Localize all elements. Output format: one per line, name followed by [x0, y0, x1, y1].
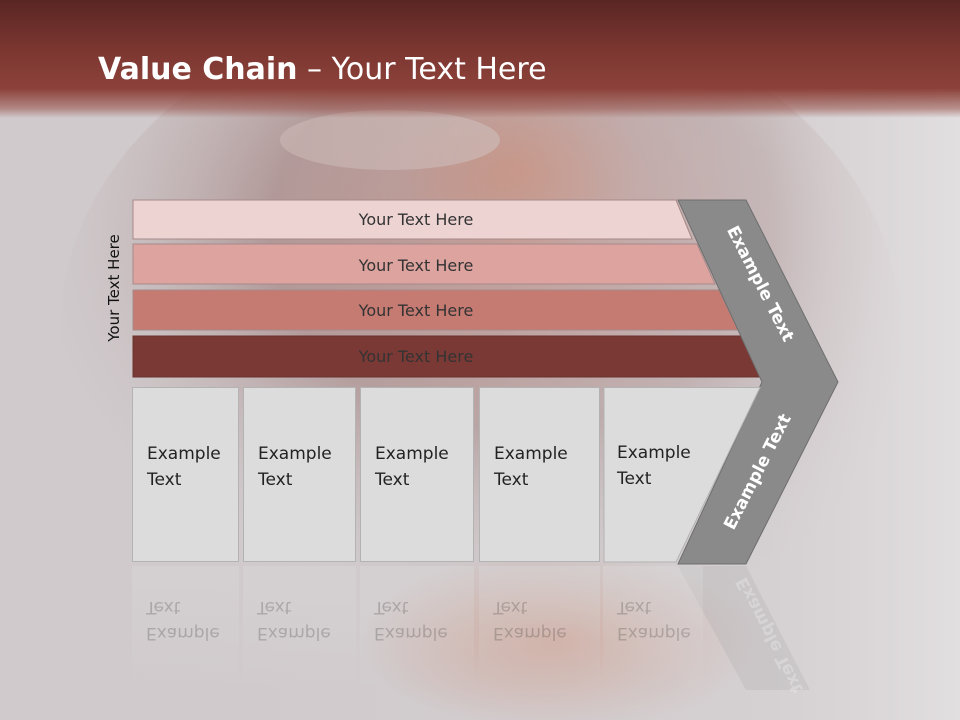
primary-box-5-shape	[603, 387, 761, 563]
support-bar-2-label: Your Text Here	[358, 255, 474, 275]
slide-title-rest: – Your Text Here	[297, 52, 547, 87]
primary-box-1-reflection: Example Text	[132, 566, 239, 686]
primary-box-3-reflection-label: Example Text	[374, 597, 448, 643]
primary-box-5-reflection-label: Example Text	[617, 597, 691, 643]
primary-box-4-reflection-label: Example Text	[493, 597, 567, 643]
slide-title: Value Chain – Your Text Here	[98, 52, 547, 87]
primary-box-1-label: Example Text	[147, 444, 221, 490]
primary-box-3-label: Example Text	[375, 444, 449, 490]
margin-arrow-reflection	[678, 566, 810, 690]
support-bar-1-shape	[132, 199, 693, 240]
primary-box-5-label: Example Text	[617, 443, 691, 489]
primary-box-4: Example Text	[479, 387, 600, 562]
margin-arrow-shape	[677, 199, 839, 565]
support-bar-4-label: Your Text Here	[358, 346, 474, 366]
primary-box-4-label: Example Text	[494, 444, 568, 490]
primary-box-2-reflection: Example Text	[243, 566, 356, 686]
primary-box-2-reflection-label: Example Text	[257, 597, 331, 643]
title-banner	[0, 0, 960, 118]
primary-box-4-reflection: Example Text	[479, 566, 600, 686]
primary-box-3: Example Text	[360, 387, 474, 562]
primary-box-2: Example Text	[243, 387, 356, 562]
primary-box-5: Example Text	[603, 387, 703, 562]
primary-box-2-label: Example Text	[258, 444, 332, 490]
support-activities-label: Your Text Here	[105, 234, 123, 342]
primary-box-5-reflection: Example Text	[603, 566, 703, 686]
support-bar-2-shape	[132, 243, 716, 285]
primary-box-1-reflection-label: Example Text	[146, 597, 220, 643]
support-bar-1-label: Your Text Here	[358, 209, 474, 229]
primary-box-1: Example Text	[132, 387, 239, 562]
slide-title-bold: Value Chain	[98, 52, 298, 87]
support-bar-3-label: Your Text Here	[358, 300, 474, 320]
primary-box-3-reflection: Example Text	[360, 566, 474, 686]
